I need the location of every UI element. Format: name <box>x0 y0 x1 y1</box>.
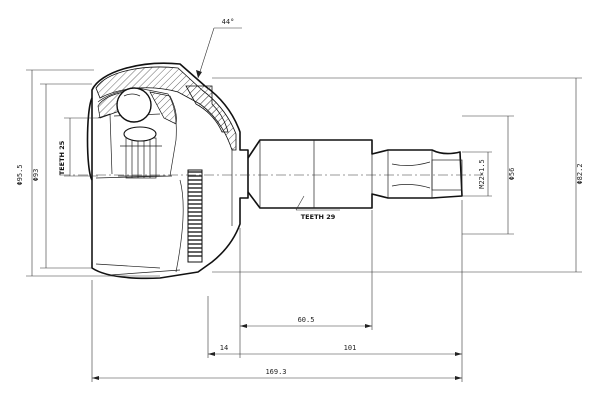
ball-lower <box>123 126 157 142</box>
dim-dia-left <box>26 69 160 277</box>
angle-leader <box>196 27 242 79</box>
dim-dia-right <box>212 77 582 273</box>
dim-len-shaft: 101 <box>344 344 357 352</box>
dim-dia-inner-left: Φ93 <box>32 169 40 182</box>
dim-lengths <box>91 200 463 382</box>
dim-dia-ring: Φ82.2 <box>576 163 584 184</box>
dim-dia-outer-left: Φ95.5 <box>16 164 24 185</box>
dim-len-total: 169.3 <box>265 368 286 376</box>
teeth-outer-label: TEETH 29 <box>301 213 336 221</box>
stub-shaft <box>247 139 463 209</box>
dim-dia-spigot: Φ56 <box>508 168 516 181</box>
angle-label: 44° <box>222 18 235 26</box>
dim-len-offset: 14 <box>220 344 228 352</box>
dim-thread: M22×1.5 <box>478 159 486 189</box>
ball-upper <box>116 87 152 123</box>
abs-ring <box>187 169 203 263</box>
teeth-inner-label: TEETH 25 <box>58 140 66 175</box>
teeth-outer-leader <box>295 195 340 211</box>
dim-len-spline: 60.5 <box>298 316 315 324</box>
